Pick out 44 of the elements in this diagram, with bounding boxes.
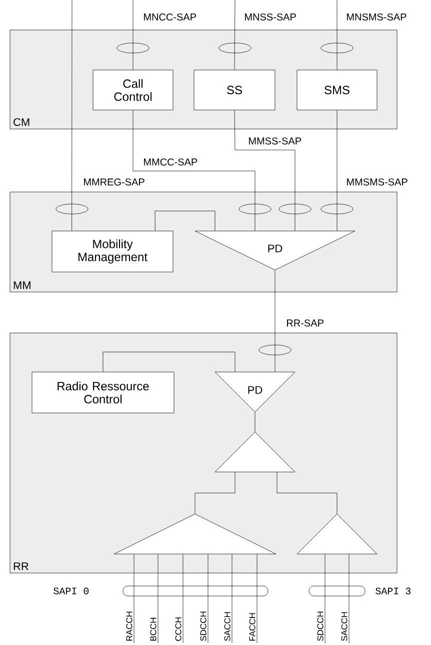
demux-triangle: PD	[214, 372, 296, 412]
mux-triangle	[296, 514, 378, 554]
edge-label: MNSMS-SAP	[345, 12, 408, 22]
connector-line	[274, 270, 276, 372]
edge-label: MNCC-SAP	[142, 12, 198, 22]
channel-label: BCCH	[150, 618, 156, 641]
process-box: Call Control	[92, 70, 174, 110]
connector-line	[154, 210, 216, 231]
connector-line	[132, 110, 256, 231]
mux-triangle	[214, 432, 296, 472]
channel-label: SDCCH	[200, 612, 206, 641]
connector-line	[336, 0, 338, 70]
connector-line	[324, 554, 326, 644]
connector-line	[234, 110, 296, 231]
edge-label: RR-SAP	[285, 318, 325, 328]
process-box: Radio Ressource Control	[32, 372, 174, 414]
sapi-label: SAPI 3	[376, 588, 411, 594]
edge-label: MMSS-SAP	[247, 136, 303, 146]
channel-label: SDCCH	[317, 612, 324, 641]
connector-line	[256, 554, 258, 644]
channel-label: RACCH	[126, 612, 132, 641]
edge-label: MMREG-SAP	[82, 177, 146, 187]
channel-label: SACCH	[224, 612, 230, 641]
process-box: SMS	[296, 70, 378, 110]
channel-label: FACCH	[249, 613, 256, 641]
connector-line	[182, 554, 184, 644]
connector-line	[234, 0, 236, 70]
connector-line	[348, 554, 350, 644]
channel-label: CCCH	[175, 617, 182, 641]
demux-triangle: PD	[194, 230, 356, 270]
connector-line	[276, 472, 338, 514]
edge-label: MNSS-SAP	[243, 12, 298, 22]
channel-label: SACCH	[341, 612, 348, 641]
connector-line	[336, 110, 338, 231]
process-box: Mobility Management	[52, 230, 174, 272]
edge-label: MMSMS-SAP	[345, 177, 409, 187]
connector-line	[254, 412, 256, 432]
mux-triangle	[114, 514, 276, 554]
connector-line	[102, 352, 236, 372]
edge-label: MMCC-SAP	[142, 157, 199, 167]
process-box: SS	[194, 70, 276, 110]
sapi-label: SAPI 0	[54, 588, 89, 594]
connector-line	[132, 0, 134, 70]
connector-line	[194, 472, 236, 514]
